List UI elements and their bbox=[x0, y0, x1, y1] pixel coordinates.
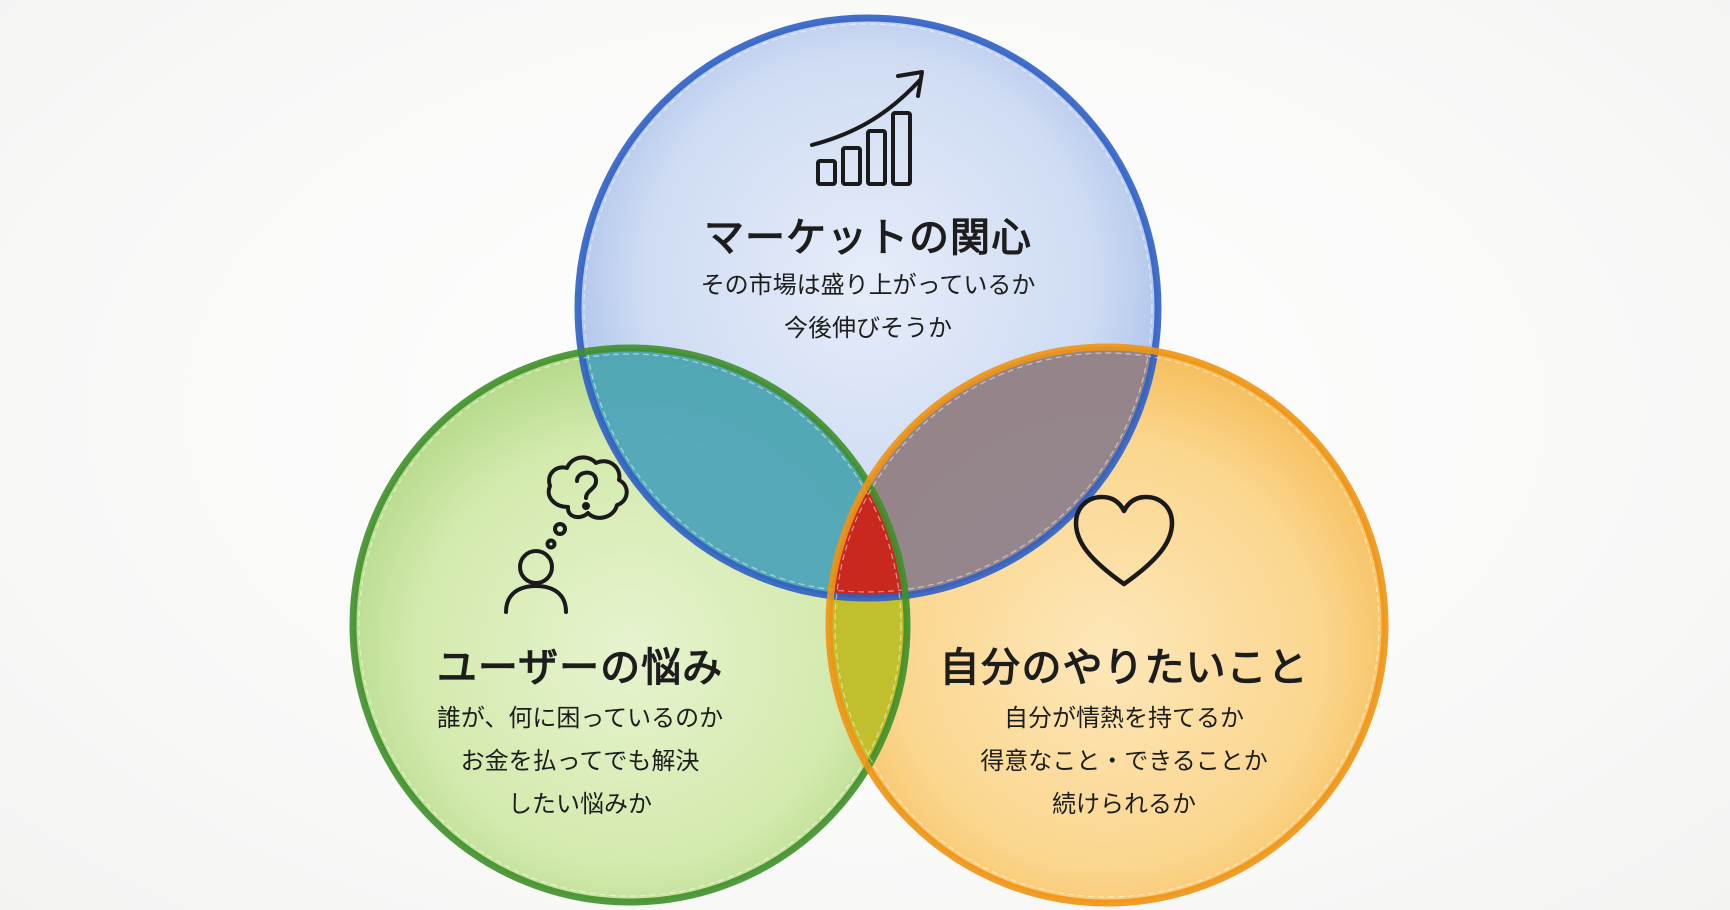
market-line-1: その市場は盛り上がっているか bbox=[700, 271, 1036, 299]
user-circle-rim bbox=[349, 344, 911, 906]
passion-line-1: 自分が情熱を持てるか bbox=[1004, 704, 1244, 732]
market-line-2: 今後伸びそうか bbox=[784, 314, 952, 342]
market-label: マーケットの関心 bbox=[668, 205, 1068, 263]
user-label: ユーザーの悩み bbox=[380, 635, 780, 693]
passion-title: 自分のやりたいこと bbox=[939, 645, 1309, 691]
user-line-2: お金を払ってでも解決 bbox=[460, 747, 700, 775]
person-question-icon bbox=[504, 455, 629, 614]
market-title: マーケットの関心 bbox=[704, 215, 1032, 261]
passion-label: 自分のやりたいこと bbox=[924, 635, 1324, 693]
passion-description: 自分が情熱を持てるか 得意なこと・できることか 続けられるか bbox=[914, 697, 1334, 826]
user-title: ユーザーの悩み bbox=[436, 645, 724, 691]
user-line-3: したい悩みか bbox=[508, 790, 652, 818]
overlap-market-user bbox=[578, 348, 907, 598]
passion-circle-dash bbox=[834, 352, 1380, 898]
heart-icon bbox=[1073, 494, 1175, 587]
user-description: 誰が、何に困っているのか お金を払ってでも解決 したい悩みか bbox=[370, 697, 790, 826]
overlap-market-passion bbox=[829, 347, 1158, 598]
user-line-1: 誰が、何に困っているのか bbox=[436, 704, 724, 732]
user-circle-dash bbox=[358, 353, 902, 897]
passion-line-2: 得意なこと・できることか bbox=[980, 747, 1268, 775]
growth-chart-icon bbox=[810, 70, 924, 186]
market-circle-dash bbox=[583, 23, 1153, 593]
market-circle-rim bbox=[574, 14, 1162, 602]
market-description: その市場は盛り上がっているか 今後伸びそうか bbox=[628, 264, 1108, 350]
passion-line-3: 続けられるか bbox=[1052, 790, 1196, 818]
passion-circle-rim bbox=[825, 343, 1389, 907]
